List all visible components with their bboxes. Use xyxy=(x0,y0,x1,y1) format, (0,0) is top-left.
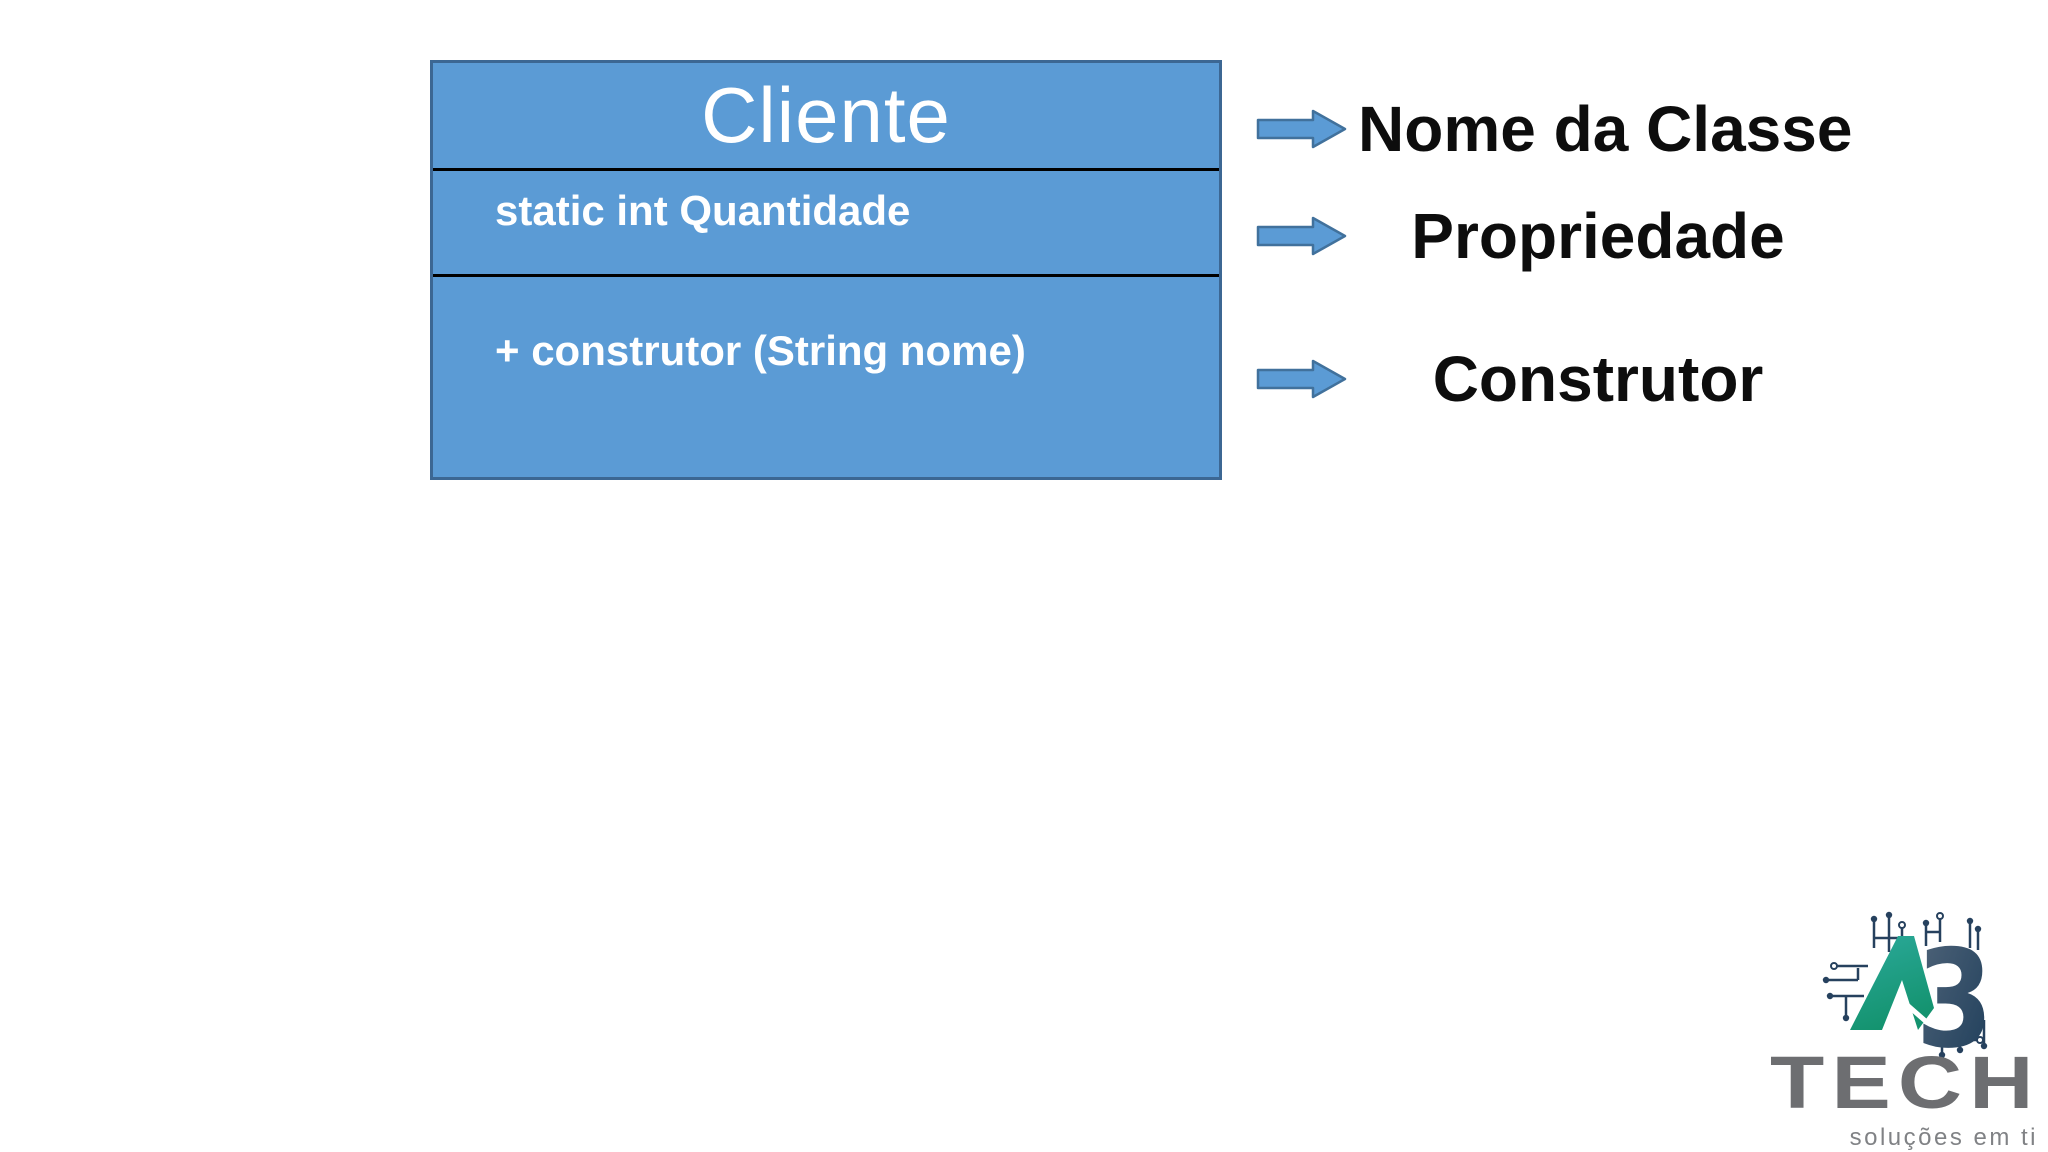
class-constructor-section: + construtor (String nome) xyxy=(433,277,1219,477)
annotation-label-class-name: Nome da Classe xyxy=(1358,93,1853,165)
logo-letter-a xyxy=(1850,936,1934,1030)
annotation-row-property: Propriedade xyxy=(1256,196,1838,276)
circuit-dots xyxy=(1822,911,1988,1059)
logo-a-swoosh-cut xyxy=(1904,1002,1940,1034)
annotation-row-class-name: Nome da Classe xyxy=(1256,89,1853,169)
class-name-section: Cliente xyxy=(433,63,1219,171)
logo-tagline-text: soluções em ti xyxy=(1849,1124,2038,1151)
annotation-label-property: Propriedade xyxy=(1411,200,1785,272)
annotation-label-constructor: Construtor xyxy=(1432,343,1764,415)
logo-digit-3: 3 xyxy=(1916,921,1993,1078)
circuit-traces xyxy=(1826,916,1986,1053)
right-arrow-icon xyxy=(1256,216,1347,256)
logo-name-text: TECH xyxy=(1770,1041,2041,1124)
right-arrow-icon xyxy=(1256,359,1347,399)
class-name-text: Cliente xyxy=(701,71,951,159)
right-arrow-icon xyxy=(1256,109,1347,149)
circuit-hollow-dots xyxy=(1830,912,1984,1044)
a3-monogram-icon: 3 xyxy=(1822,911,1993,1079)
a3tech-logo: 3 TECH soluções em ti xyxy=(1770,888,2048,1152)
class-constructor-text: + construtor (String nome) xyxy=(495,327,1026,374)
uml-class-box: Cliente static int Quantidade + construt… xyxy=(430,60,1222,480)
class-property-section: static int Quantidade xyxy=(433,171,1219,277)
class-property-text: static int Quantidade xyxy=(495,187,911,234)
annotation-row-constructor: Construtor xyxy=(1256,339,1838,419)
